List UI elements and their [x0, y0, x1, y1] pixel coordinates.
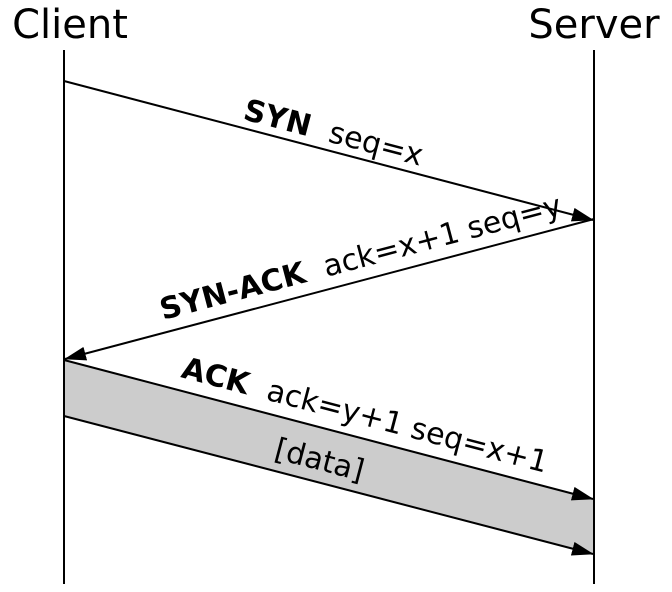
syn-ack-message-label: SYN-ACK ack=x+1 seq=y: [156, 188, 565, 328]
data-segment-band: [64, 360, 594, 554]
data-arrow: [63, 415, 594, 556]
syn-detail: seq=x: [325, 115, 427, 173]
server-label: Server: [528, 2, 660, 48]
syn-arrow: [63, 80, 594, 222]
syn-name: SYN: [240, 93, 315, 144]
syn-message-label: SYN seq=x: [240, 93, 427, 174]
ack-arrow: [63, 359, 594, 501]
client-label: Client: [12, 2, 128, 48]
syn-ack-name: SYN-ACK: [156, 255, 311, 327]
syn-ack-arrow: [64, 218, 595, 361]
